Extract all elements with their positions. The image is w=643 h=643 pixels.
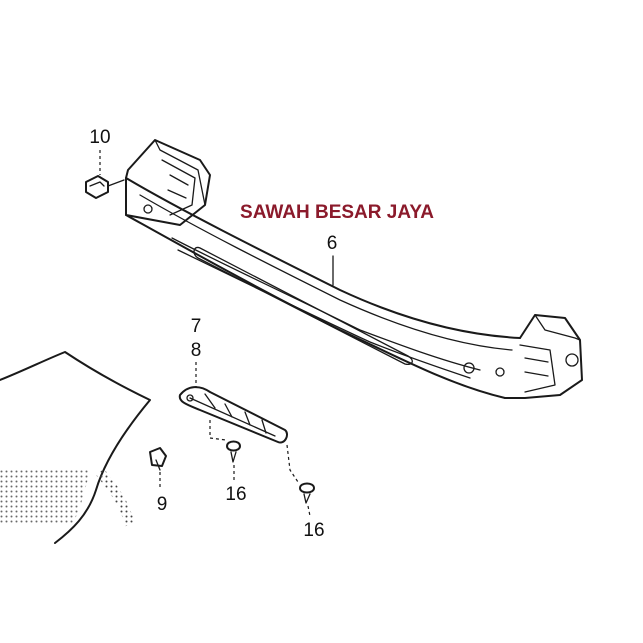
callout-16-b: 16 — [303, 520, 324, 541]
bolt-part-10 — [85, 150, 125, 199]
callout-6: 6 — [327, 233, 338, 254]
screw-part-16-b — [286, 444, 315, 517]
callout-7: 7 — [191, 316, 202, 337]
screw-part-16-a — [209, 420, 241, 480]
clip-part-9 — [149, 447, 167, 488]
callout-16-a: 16 — [225, 484, 246, 505]
callout-9: 9 — [157, 494, 168, 515]
bracket-part-7-8 — [178, 362, 288, 444]
watermark-text: SAWAH BESAR JAYA — [240, 202, 434, 223]
body-panel-outline — [0, 351, 151, 544]
callout-8: 8 — [191, 340, 202, 361]
callout-10: 10 — [89, 127, 110, 148]
bumper-beam — [125, 139, 583, 399]
